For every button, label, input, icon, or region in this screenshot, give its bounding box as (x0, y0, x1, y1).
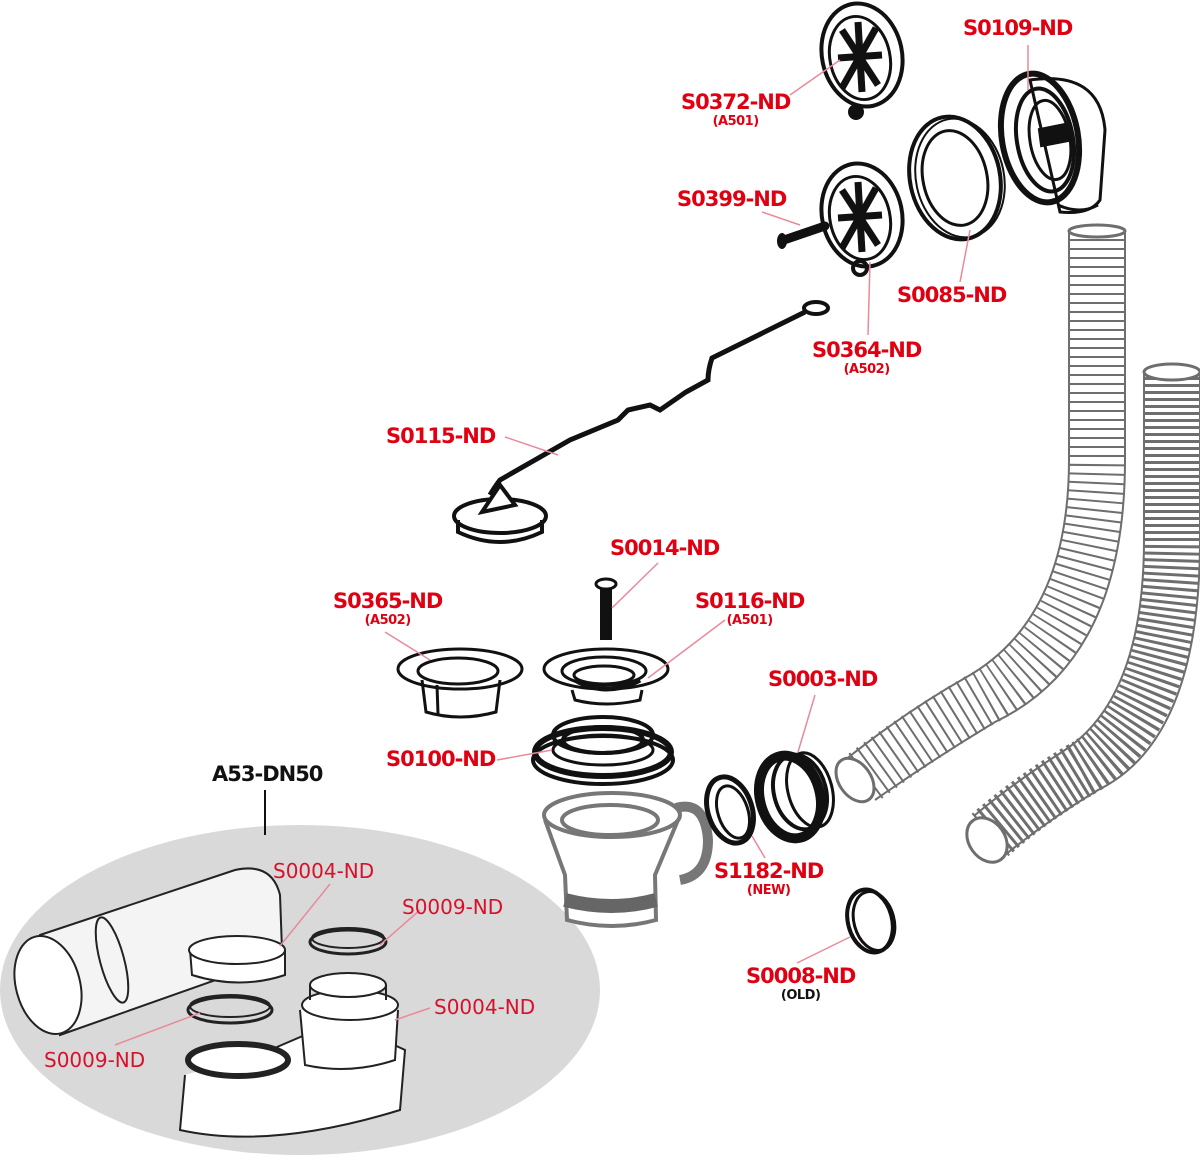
flexible-hose-overflow (834, 223, 1127, 804)
label-s1182: S1182-ND(NEW) (714, 859, 824, 898)
flexible-hose-drain (965, 362, 1200, 864)
label-s0116: S0116-ND(A501) (695, 589, 805, 628)
part-note: (OLD) (780, 988, 821, 1003)
label-s0364: S0364-ND(A502) (812, 338, 922, 377)
label-s0109: S0109-ND (963, 16, 1073, 40)
part-number: S0109-ND (963, 16, 1073, 40)
leader-lines (114, 45, 1029, 1046)
inset-label-s0009-lower: S0009-ND (44, 1050, 145, 1070)
overflow-grille-a502 (819, 161, 905, 277)
waste-flange-a501 (542, 647, 670, 706)
waste-gasket-set (531, 715, 675, 786)
label-s0014: S0014-ND (610, 536, 720, 560)
overflow-elbow (997, 70, 1107, 214)
part-number: S1182-ND (714, 859, 824, 883)
part-number: S0014-ND (610, 536, 720, 560)
label-s0399: S0399-ND (677, 187, 787, 211)
assembly-code: A53-DN50 (212, 762, 323, 786)
label-s0008: S0008-ND(OLD) (746, 964, 856, 1003)
overflow-screw (777, 221, 830, 249)
label-s0100: S0100-ND (386, 747, 496, 771)
inset-title: A53-DN50 (212, 762, 323, 786)
part-number: S0372-ND (681, 90, 791, 114)
label-s0372: S0372-ND(A501) (681, 90, 791, 129)
part-number: S0399-ND (677, 187, 787, 211)
label-s0115: S0115-ND (386, 424, 496, 448)
waste-flange-a502 (396, 647, 524, 719)
part-number: S0004-ND (434, 995, 536, 1019)
label-s0365: S0365-ND(A502) (333, 589, 443, 628)
part-number: S0364-ND (812, 338, 922, 362)
overflow-grille-a501 (819, 1, 905, 120)
part-number: S0115-ND (386, 424, 496, 448)
part-note: (A501) (726, 613, 774, 628)
plug-with-chain (452, 300, 830, 544)
part-note: (A502) (843, 362, 891, 377)
inset-label-s0004-lower: S0004-ND (434, 997, 535, 1017)
part-number: S0365-ND (333, 589, 443, 613)
inset-label-s0009-upper: S0009-ND (402, 897, 503, 917)
part-note: (NEW) (746, 883, 791, 898)
part-number: S0004-ND (273, 859, 375, 883)
seal-ring-new (704, 774, 756, 846)
waste-screw (594, 577, 618, 640)
part-note: (A501) (712, 114, 760, 129)
part-number: S0116-ND (695, 589, 805, 613)
part-number: S0008-ND (746, 964, 856, 988)
label-s0085: S0085-ND (897, 283, 1007, 307)
part-number: S0085-ND (897, 283, 1007, 307)
label-s0003: S0003-ND (768, 667, 878, 691)
union-nut (754, 750, 835, 844)
part-note: (A502) (364, 613, 412, 628)
seal-ring-old (845, 887, 897, 955)
part-number: S0009-ND (44, 1048, 146, 1072)
part-number: S0003-ND (768, 667, 878, 691)
part-number: S0009-ND (402, 895, 504, 919)
inset-label-s0004-upper: S0004-ND (273, 861, 374, 881)
waste-body-ghost (542, 791, 714, 928)
part-number: S0100-ND (386, 747, 496, 771)
siphon-assembly (13, 867, 407, 1138)
